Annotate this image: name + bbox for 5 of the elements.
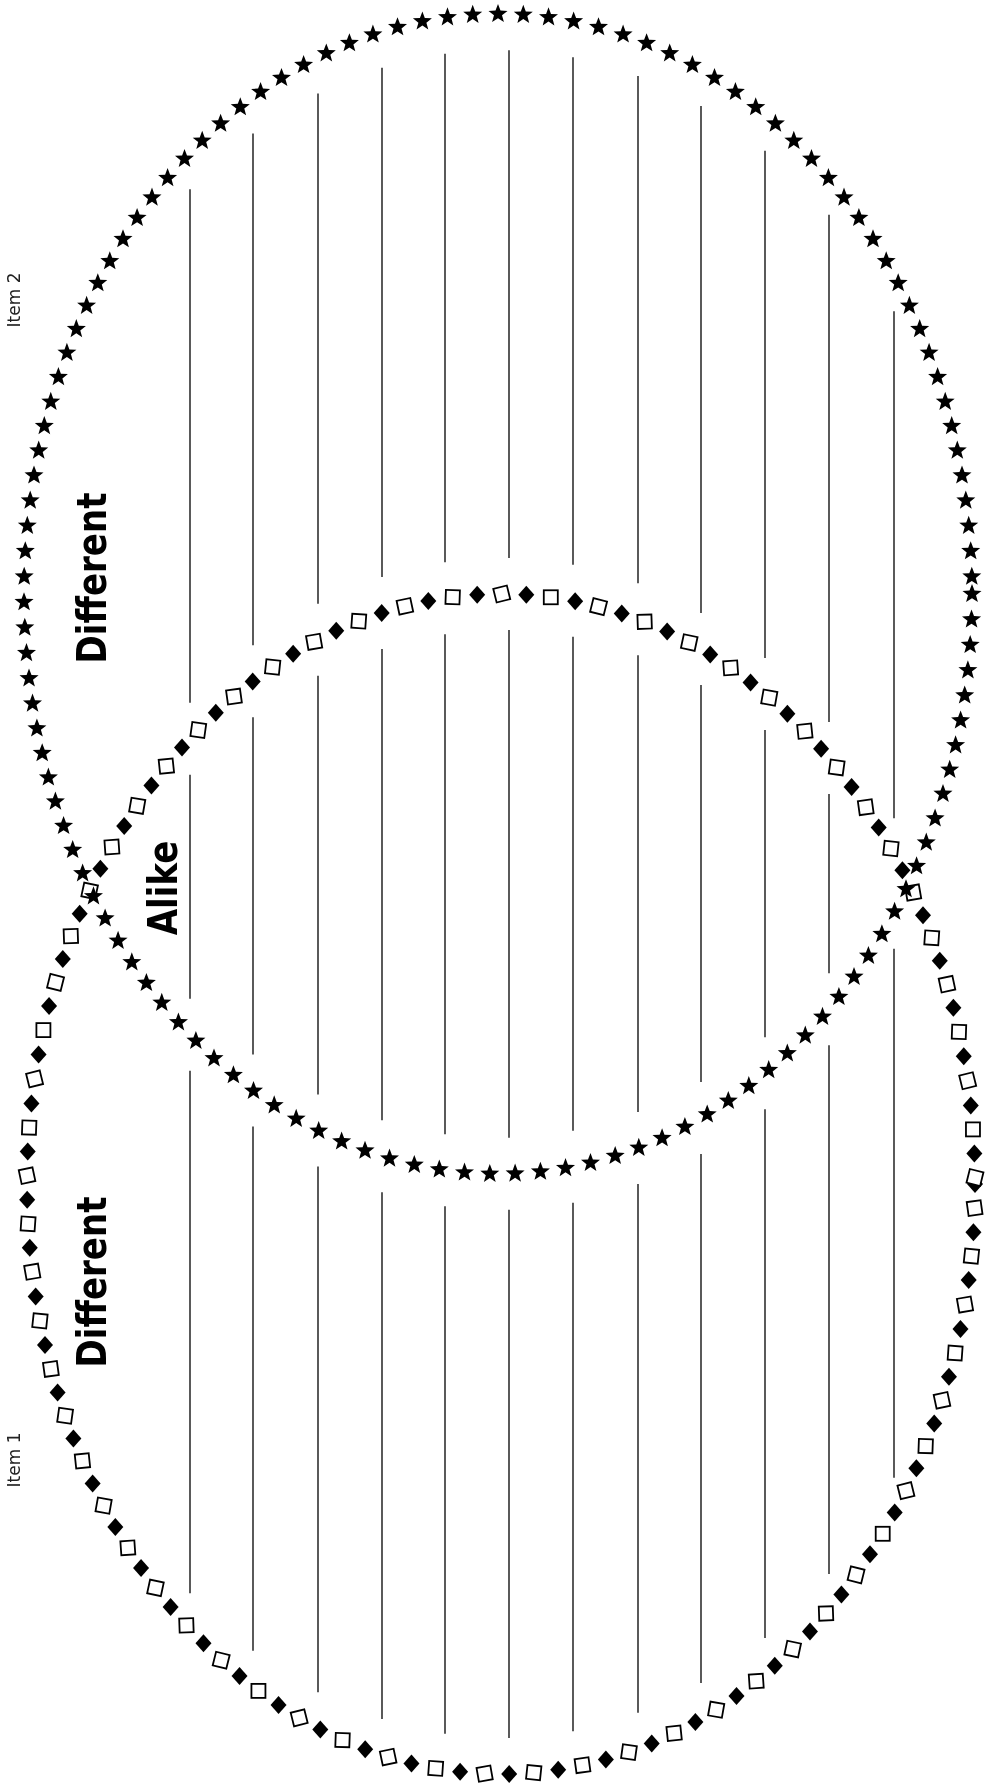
item-label: Item 1 <box>3 1432 24 1488</box>
heading-text: Different <box>68 1196 115 1368</box>
heading-text: Alike <box>139 840 185 936</box>
item-label: Item 2 <box>3 272 24 328</box>
heading-text: Different <box>68 492 115 664</box>
